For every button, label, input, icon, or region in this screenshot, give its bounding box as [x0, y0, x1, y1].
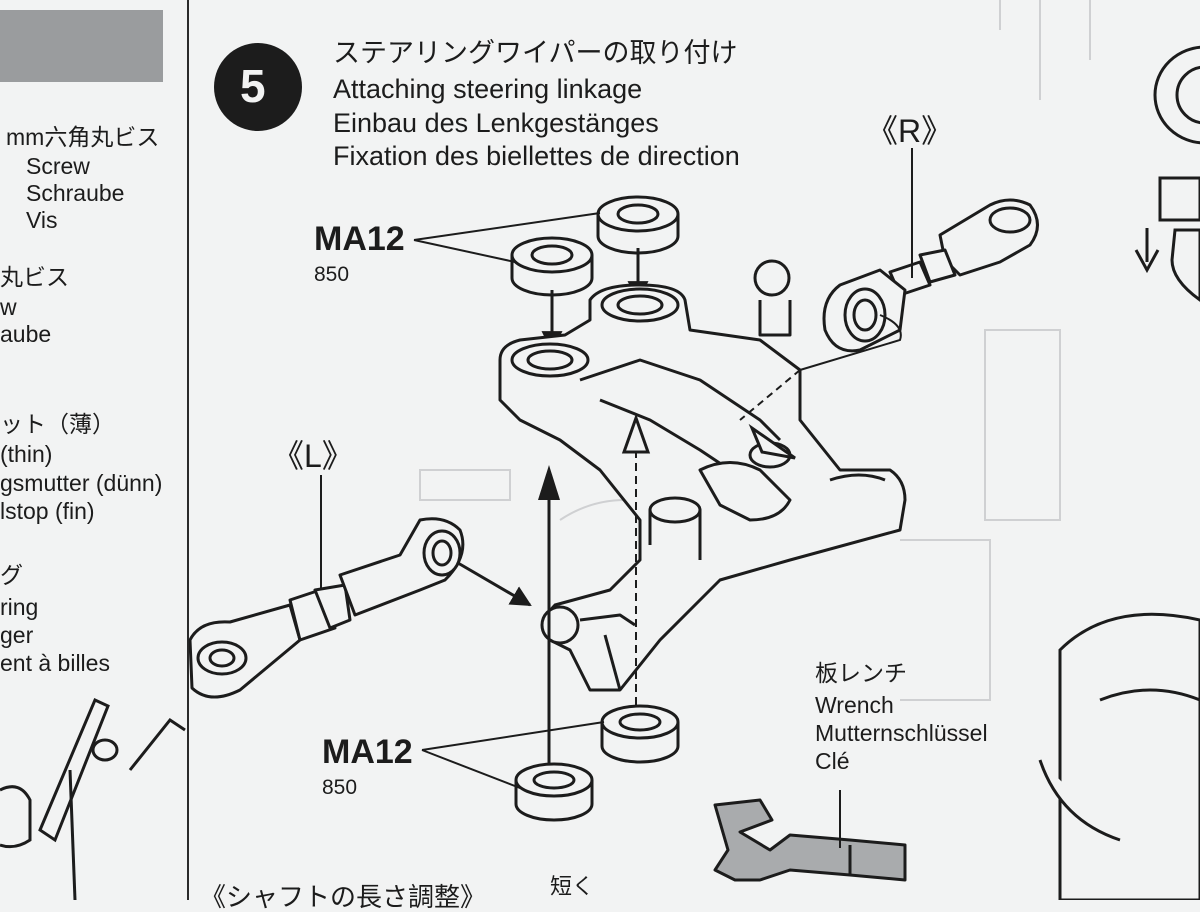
tool-name-jp: 板レンチ	[815, 660, 907, 686]
linkage-rod-left	[188, 517, 465, 699]
bearing-label-jp: グ	[0, 562, 23, 588]
steering-arm	[498, 259, 907, 692]
screw-label-fr: Vis	[26, 207, 58, 233]
tool-name-de: Mutternschlüssel	[815, 720, 988, 746]
screw-label-en: Screw	[26, 153, 90, 179]
tool-name-fr: Clé	[815, 748, 850, 774]
leader-lines-bottom	[421, 721, 605, 789]
linkage-rod-right	[822, 198, 1039, 353]
step-title-de: Einbau des Lenkgestänges	[333, 108, 659, 138]
next-step-note: 短く	[550, 874, 595, 899]
part-code-bottom: 850	[322, 776, 358, 799]
leader-lines-top	[413, 212, 601, 263]
open-arrow-right	[748, 423, 796, 460]
step-title-jp: ステアリングワイパーの取り付け	[333, 38, 738, 68]
left-bottom-parts	[0, 697, 186, 900]
nut-label-en: (thin)	[0, 441, 53, 467]
part-label-top: MA12	[314, 220, 405, 258]
step-title-en: Attaching steering linkage	[333, 74, 643, 104]
bearing-label-en: ring	[0, 594, 39, 620]
step-number-badge	[214, 43, 302, 131]
bearing-label-fr: ent à billes	[0, 650, 110, 676]
header-grey-block	[0, 10, 163, 82]
next-step-title: 《シャフトの長さ調整》	[200, 882, 487, 912]
bearing-lower-left	[514, 762, 594, 822]
dashed-line-right	[739, 369, 801, 421]
nut-label-jp: ット（薄）	[0, 411, 115, 437]
screw2-label-jp: 丸ビス	[0, 264, 69, 290]
arrow-left-rod-to-arm	[457, 561, 532, 607]
bearing-lower-right	[600, 704, 680, 764]
connection-line-right	[799, 314, 902, 371]
step-title-fr: Fixation des biellettes de direction	[333, 141, 740, 171]
screw2-label-en: w	[0, 294, 17, 320]
marker-right: 《R》	[866, 113, 954, 149]
open-arrowhead-lower-right	[621, 413, 651, 454]
arrowhead-lower-left	[538, 465, 560, 500]
bearing-upper-right	[596, 195, 680, 255]
wrench-tool	[713, 798, 907, 882]
bearing-label-de: ger	[0, 622, 34, 648]
right-edge-parts	[1038, 45, 1200, 900]
step-number: 5	[240, 60, 266, 112]
tool-name-en: Wrench	[815, 692, 894, 718]
screw2-label-de: aube	[0, 321, 52, 347]
screw-label-de: Schraube	[26, 180, 125, 206]
part-label-bottom: MA12	[322, 733, 413, 771]
nut-label-de: gsmutter (dünn)	[0, 470, 163, 496]
ghost-background-art	[419, 0, 1091, 701]
nut-label-fr: lstop (fin)	[0, 498, 95, 524]
part-code-top: 850	[314, 263, 350, 286]
screw-label-jp: mm六角丸ビス	[6, 124, 160, 150]
bearing-upper-left	[510, 236, 594, 297]
marker-left: 《L》	[272, 438, 354, 474]
down-arrow-right-edge	[1134, 228, 1160, 274]
